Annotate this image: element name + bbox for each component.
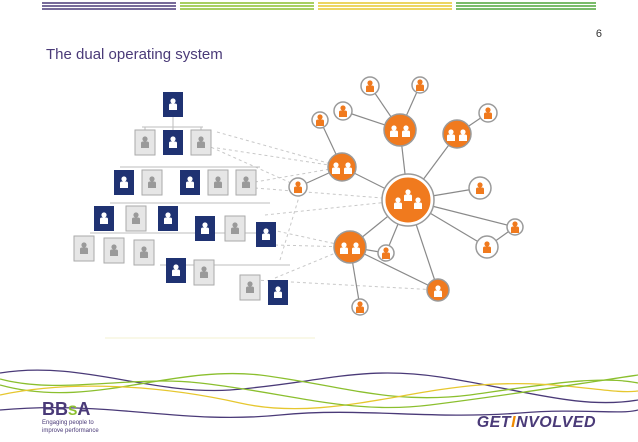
hierarchy-box xyxy=(193,259,215,286)
network-node-large xyxy=(327,152,357,182)
hierarchy-box xyxy=(224,215,246,242)
hierarchy-box xyxy=(94,206,114,231)
hierarchy-box xyxy=(134,129,156,156)
hierarchy-box xyxy=(256,222,276,247)
network-node-small xyxy=(288,177,308,197)
network-node-small xyxy=(311,111,329,129)
hierarchy-box xyxy=(195,216,215,241)
network-node-medium xyxy=(426,278,450,302)
page-number: 6 xyxy=(595,28,602,40)
hierarchy-box xyxy=(125,205,147,232)
hierarchy-box xyxy=(114,170,134,195)
network-node-large xyxy=(333,230,367,264)
bbsa-tagline-2: improve performance xyxy=(42,428,99,434)
dual-operating-system-diagram xyxy=(73,76,524,339)
hierarchy-box xyxy=(141,169,163,196)
hierarchy-box xyxy=(103,237,125,264)
bbsa-logo-mark-c: A xyxy=(77,399,91,419)
bbsa-logo-mark-b: S xyxy=(68,402,78,418)
network-node-small xyxy=(333,101,353,121)
slide-title: The dual operating system xyxy=(46,46,223,63)
hierarchy-pyramid xyxy=(73,92,288,305)
network-node-small xyxy=(475,235,499,259)
get-involved-part-1: GET xyxy=(476,414,512,431)
bbsa-logo-mark-a: BB xyxy=(42,399,68,419)
network-node-large xyxy=(383,113,417,147)
get-involved-part-3: NVOLVED xyxy=(516,414,596,431)
hierarchy-box xyxy=(166,258,186,283)
bbsa-tagline-1: Engaging people to xyxy=(42,420,94,426)
get-involved-part-2: I xyxy=(511,414,517,431)
network-node-small xyxy=(377,244,395,262)
network-node-small xyxy=(468,176,492,200)
network-node-small xyxy=(351,298,369,316)
network xyxy=(288,76,524,316)
network-node-small xyxy=(478,103,498,123)
hierarchy-box xyxy=(163,92,183,117)
network-node-large xyxy=(442,119,472,149)
decorative-waves xyxy=(0,369,638,419)
get-involved-logo: GETINVOLVED xyxy=(477,414,596,432)
hierarchy-box xyxy=(180,170,200,195)
hierarchy-box xyxy=(268,280,288,305)
network-hub xyxy=(381,173,435,227)
bbsa-logo: BBSA Engaging people to improve performa… xyxy=(42,400,132,440)
hierarchy-box xyxy=(207,169,229,196)
hierarchy-box xyxy=(239,274,261,301)
network-node-small xyxy=(360,76,380,96)
network-node-small xyxy=(411,76,429,94)
hierarchy-box xyxy=(190,129,212,156)
hierarchy-box xyxy=(158,206,178,231)
network-node-small xyxy=(506,218,524,236)
hierarchy-box xyxy=(235,169,257,196)
top-color-bar xyxy=(42,2,596,10)
hierarchy-box xyxy=(163,130,183,155)
hierarchy-box xyxy=(73,235,95,262)
hierarchy-box xyxy=(133,239,155,266)
